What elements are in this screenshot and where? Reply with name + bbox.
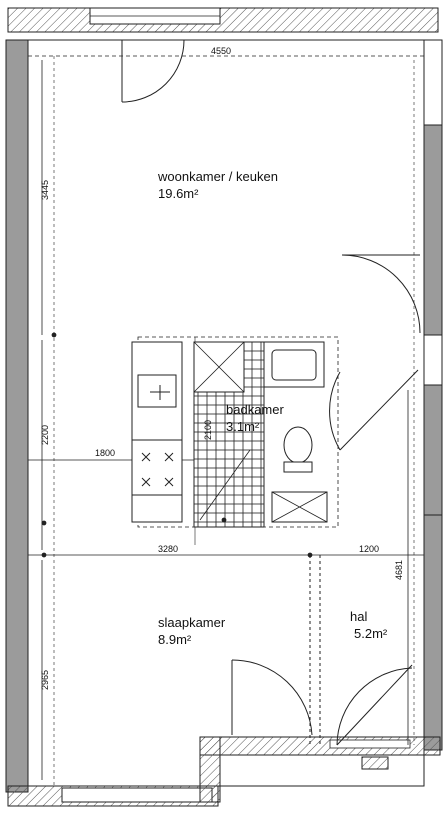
sink <box>137 374 177 408</box>
bottom-window <box>61 787 213 803</box>
bathroom-name: badkamer <box>226 402 284 417</box>
bedroom-area: 8.9m² <box>158 632 192 647</box>
dimension-lines <box>41 60 409 780</box>
living-room-name: woonkamer / keuken <box>157 169 278 184</box>
bathroom-block <box>137 336 339 528</box>
dim-bedroom-height: 2965 <box>40 670 50 690</box>
dim-hall-width: 1200 <box>359 544 379 554</box>
dim-kitchen-width: 1800 <box>95 448 115 458</box>
kitchen-counter <box>131 341 183 523</box>
interior-lines <box>27 39 425 787</box>
hall-area: 5.2m² <box>354 626 388 641</box>
dim-living-height: 3445 <box>40 180 50 200</box>
outer-walls <box>5 7 443 807</box>
cooktop <box>131 439 183 496</box>
hall-name: hal <box>350 609 367 624</box>
dim-top-width: 4550 <box>211 46 231 56</box>
bedroom-name: slaapkamer <box>158 615 226 630</box>
doors <box>121 39 421 746</box>
living-room-area: 19.6m² <box>158 186 199 201</box>
dim-middle-height: 2200 <box>40 425 50 445</box>
toilet <box>283 426 313 464</box>
dim-bedroom-width: 3280 <box>158 544 178 554</box>
bathroom-area: 3.1m² <box>226 419 260 434</box>
dim-hall-height: 4681 <box>394 560 404 580</box>
dim-bath-height: 2100 <box>203 420 213 440</box>
